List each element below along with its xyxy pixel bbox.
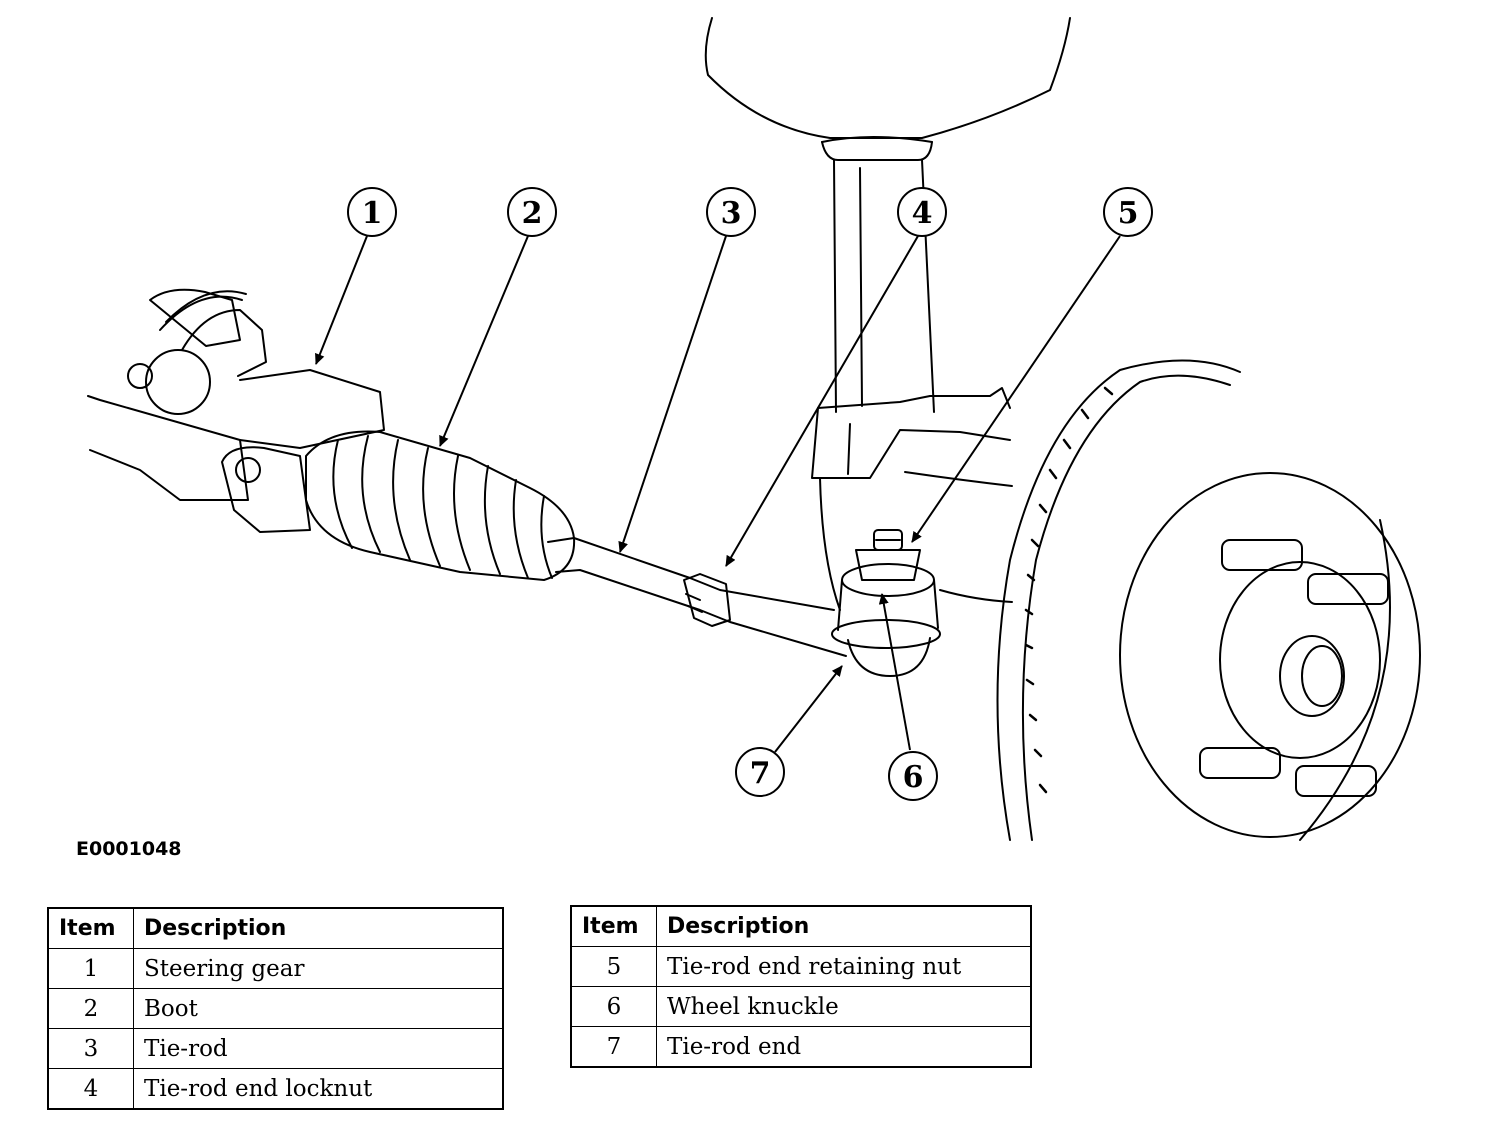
item-description: Tie-rod [133, 1028, 504, 1069]
tie-rod [547, 537, 847, 657]
callout-6: 6 [888, 751, 938, 801]
item-column-header: Item [47, 907, 134, 949]
item-description: Tie-rod end locknut [133, 1068, 504, 1110]
description-column-header: Description [656, 905, 1032, 947]
steering-gear [87, 288, 385, 533]
svg-text:5: 5 [1118, 196, 1139, 231]
tie-rod-end [831, 529, 941, 677]
callout-2: 2 [507, 187, 557, 237]
table-row: 3 Tie-rod [47, 1028, 504, 1069]
item-number: 6 [570, 986, 657, 1027]
item-description: Steering gear [133, 948, 504, 989]
table-row: 1 Steering gear [47, 948, 504, 989]
item-number: 1 [47, 948, 134, 989]
figure-id: E0001048 [76, 838, 182, 860]
leader-lines [315, 235, 1121, 753]
callout-1: 1 [347, 187, 397, 237]
legend-header-row: Item Description [47, 907, 504, 949]
table-row: 7 Tie-rod end [570, 1026, 1032, 1068]
description-column-header: Description [133, 907, 504, 949]
item-description: Boot [133, 988, 504, 1029]
wheel-knuckle [811, 387, 1013, 611]
item-description: Tie-rod end [656, 1026, 1032, 1068]
callout-7: 7 [735, 747, 785, 797]
svg-text:1: 1 [362, 196, 383, 231]
callout-5: 5 [1103, 187, 1153, 237]
item-number: 2 [47, 988, 134, 1029]
item-number: 5 [570, 946, 657, 987]
legend-table-right: Item Description 5 Tie-rod end retaining… [570, 905, 1032, 1068]
item-description: Tie-rod end retaining nut [656, 946, 1032, 987]
item-number: 4 [47, 1068, 134, 1110]
callout-3: 3 [706, 187, 756, 237]
brake-rotor [996, 359, 1391, 841]
svg-text:6: 6 [903, 760, 924, 795]
legend-header-row: Item Description [570, 905, 1032, 947]
table-row: 2 Boot [47, 988, 504, 1029]
callout-4: 4 [897, 187, 947, 237]
svg-text:4: 4 [912, 196, 933, 231]
svg-text:3: 3 [721, 196, 742, 231]
boot [305, 430, 576, 581]
item-number: 3 [47, 1028, 134, 1069]
table-row: 4 Tie-rod end locknut [47, 1068, 504, 1110]
svg-text:7: 7 [750, 756, 771, 791]
item-column-header: Item [570, 905, 657, 947]
wheel-hub [1119, 472, 1421, 838]
table-row: 6 Wheel knuckle [570, 986, 1032, 1027]
strut-assembly [704, 17, 1071, 413]
svg-text:2: 2 [522, 196, 543, 231]
item-number: 7 [570, 1026, 657, 1068]
table-row: 5 Tie-rod end retaining nut [570, 946, 1032, 987]
legend-table-left: Item Description 1 Steering gear 2 Boot … [47, 907, 504, 1110]
item-description: Wheel knuckle [656, 986, 1032, 1027]
wheel-studs [1199, 539, 1389, 797]
